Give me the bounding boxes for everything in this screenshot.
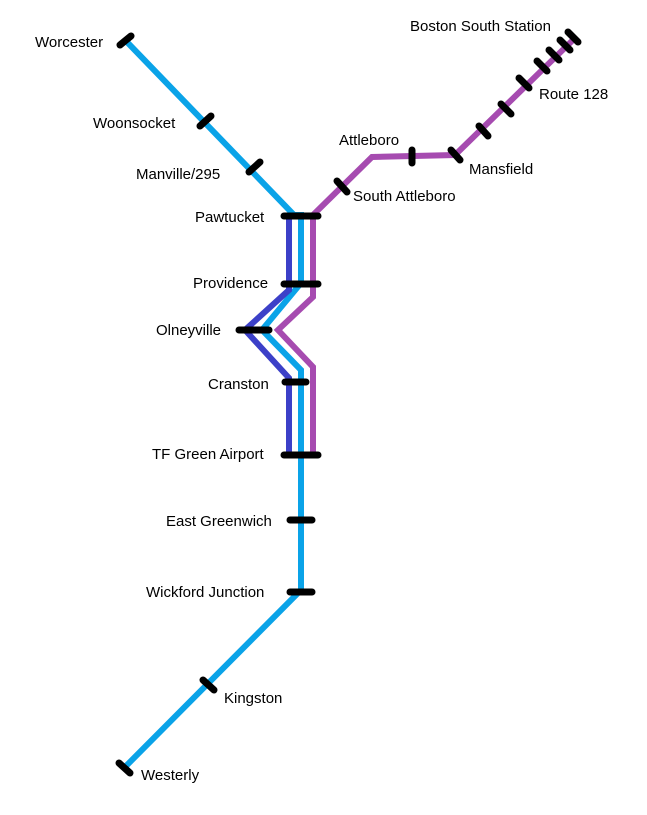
station-label-providence: Providence (193, 275, 268, 292)
station-labels: Worcester Woonsocket Manville/295 Pawtuc… (35, 18, 608, 784)
station-marker-manville (245, 158, 264, 176)
station-marker-between-3 (533, 57, 551, 75)
station-marker-woonsocket (196, 112, 215, 130)
station-marker-south-attleboro (333, 177, 351, 196)
station-label-westerly: Westerly (141, 767, 200, 784)
station-label-attleboro: Attleboro (339, 132, 399, 149)
station-label-kingston: Kingston (224, 690, 282, 707)
station-marker-between-2 (497, 100, 515, 118)
light-blue-line (121, 38, 304, 771)
station-marker-route128 (515, 74, 533, 92)
station-marker-between-5 (556, 36, 574, 54)
station-marker-westerly (115, 759, 134, 777)
station-marker-between-4 (545, 46, 563, 64)
station-marker-worcester (116, 32, 135, 49)
station-marker-boston-south (564, 28, 582, 46)
station-label-wickford: Wickford Junction (146, 584, 264, 601)
station-marker-between-1 (475, 122, 492, 140)
station-label-east-greenwich: East Greenwich (166, 513, 272, 530)
station-label-south-attleboro: South Attleboro (353, 188, 456, 205)
station-label-tf-green: TF Green Airport (152, 446, 265, 463)
station-markers (115, 28, 582, 777)
station-label-mansfield: Mansfield (469, 161, 533, 178)
station-label-pawtucket: Pawtucket (195, 209, 265, 226)
station-marker-mansfield (447, 146, 464, 164)
purple-line (273, 35, 578, 455)
station-label-manville: Manville/295 (136, 166, 220, 183)
station-label-route128: Route 128 (539, 86, 608, 103)
station-marker-kingston (199, 676, 218, 694)
station-label-boston-south: Boston South Station (410, 18, 551, 35)
station-label-worcester: Worcester (35, 34, 103, 51)
station-label-woonsocket: Woonsocket (93, 115, 176, 132)
station-label-cranston: Cranston (208, 376, 269, 393)
station-label-olneyville: Olneyville (156, 322, 221, 339)
